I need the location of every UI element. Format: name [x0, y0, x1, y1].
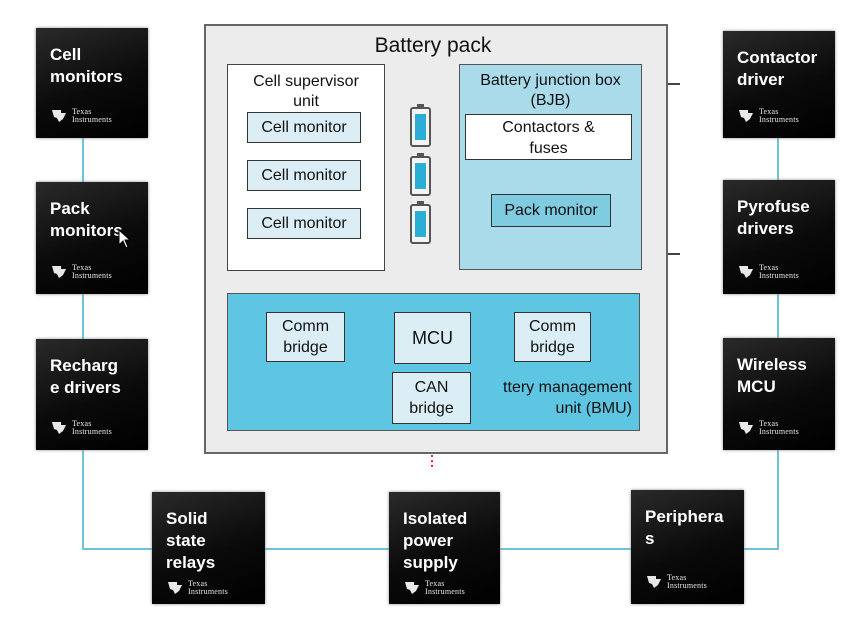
- battery-junction-box: [459, 64, 642, 270]
- mcu-box: MCU: [394, 312, 471, 364]
- battery-cell-icon: [410, 201, 431, 244]
- battery-pack-title: Battery pack: [374, 34, 492, 57]
- cell-monitor-2: Cell monitor: [247, 160, 361, 191]
- mouse-cursor-icon: [118, 229, 132, 249]
- pack-monitor-box: Pack monitor: [491, 194, 611, 227]
- battery-cell-icon: [410, 153, 431, 196]
- contactors-fuses-box: Contactors &fuses: [465, 114, 632, 160]
- cell-monitor-1: Cell monitor: [247, 112, 361, 143]
- cell-monitor-3: Cell monitor: [247, 208, 361, 239]
- battery-junction-box-title: Battery junction box(BJB): [480, 72, 621, 109]
- battery-cell-icon: [410, 104, 431, 147]
